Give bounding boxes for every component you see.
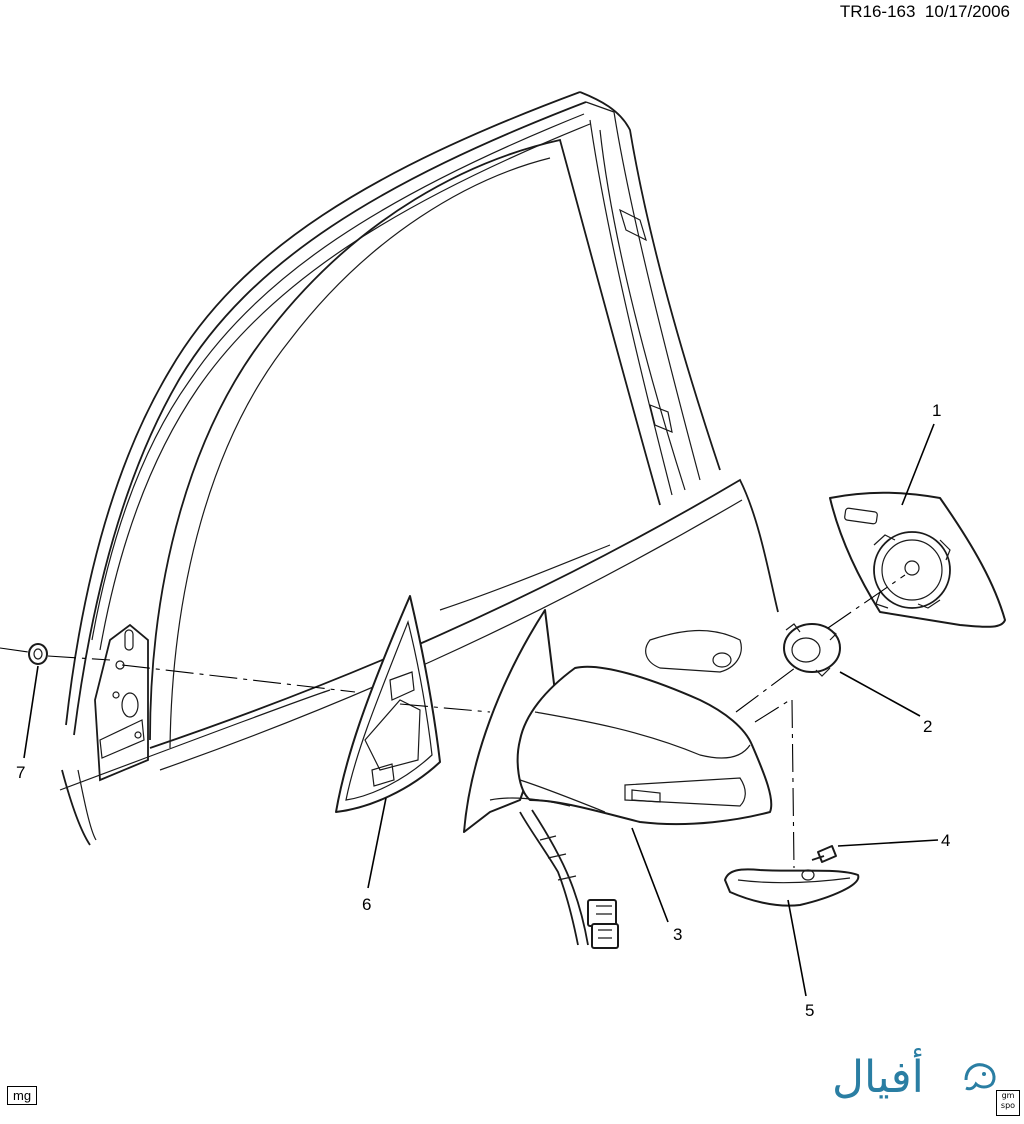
mirror-actuator-ring [783, 623, 841, 677]
mg-tag: mg [7, 1086, 38, 1105]
logo-text: أفيال [832, 1052, 924, 1103]
leader-lines [23, 423, 939, 997]
callout-5: 5 [805, 1001, 814, 1020]
badge-gm: gm [1001, 1091, 1015, 1100]
mirror-glass [829, 491, 1006, 628]
turn-signal-lamp [724, 868, 860, 907]
callout-7: 7 [16, 763, 25, 782]
outside-rearview-mirror [463, 609, 773, 949]
mirror-patch-trim [335, 595, 441, 813]
front-door [59, 91, 779, 846]
callout-1: 1 [932, 401, 941, 420]
drawing-date: 10/17/2006 [924, 2, 1010, 21]
elephant-icon [964, 1063, 996, 1091]
callout-6: 6 [362, 895, 371, 914]
screw [811, 845, 837, 863]
drawing-number: TR16-163 [839, 2, 916, 21]
callout-labels: 1 2 3 4 5 6 7 [16, 401, 950, 1020]
assembly-center-lines [0, 574, 906, 869]
callout-3: 3 [673, 925, 682, 944]
badge-spo: spo [1000, 1101, 1016, 1110]
nut [28, 643, 48, 665]
callout-4: 4 [941, 831, 950, 850]
callout-2: 2 [923, 717, 932, 736]
drawing-id-header: TR16-163 10/17/2006 [840, 2, 1010, 22]
